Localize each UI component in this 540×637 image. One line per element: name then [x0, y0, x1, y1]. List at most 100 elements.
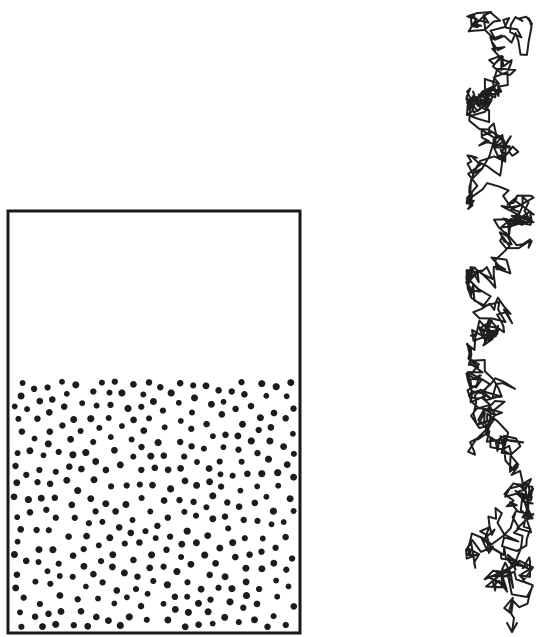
particle — [37, 601, 43, 607]
particle — [17, 609, 23, 615]
particle — [271, 613, 277, 619]
particle — [256, 586, 262, 592]
particle — [173, 568, 180, 575]
particle — [184, 594, 190, 600]
particle — [151, 464, 158, 471]
particle — [155, 439, 162, 446]
particle — [126, 613, 133, 620]
particle — [181, 454, 187, 460]
particle — [150, 578, 156, 584]
particle — [13, 479, 20, 486]
particle — [168, 389, 175, 396]
particle — [286, 584, 292, 590]
particle — [218, 411, 225, 418]
particle — [177, 465, 184, 472]
particle — [254, 483, 260, 489]
particle — [206, 465, 213, 472]
particle — [263, 494, 269, 500]
particle — [210, 433, 216, 439]
particle — [203, 421, 210, 428]
particle — [215, 387, 222, 394]
particle — [248, 403, 254, 409]
particle — [164, 581, 171, 588]
particle — [15, 416, 21, 422]
particle — [116, 524, 123, 531]
particle — [11, 493, 18, 500]
particle — [63, 477, 70, 484]
particle — [142, 528, 148, 534]
particle — [56, 449, 62, 455]
particle — [130, 517, 136, 523]
particle — [188, 426, 194, 432]
particle — [273, 383, 280, 390]
particle — [232, 406, 239, 413]
particle — [190, 499, 196, 505]
particle — [161, 452, 168, 459]
particle — [70, 574, 76, 580]
particle — [130, 454, 136, 460]
particle — [117, 622, 124, 629]
particle — [287, 495, 294, 502]
particle — [90, 476, 97, 483]
particle — [205, 608, 212, 615]
particle — [273, 578, 279, 584]
particle — [161, 601, 167, 607]
particle — [222, 513, 228, 519]
particle — [19, 428, 25, 434]
particle — [138, 404, 144, 410]
particle — [264, 624, 271, 631]
particle — [38, 495, 45, 502]
particle — [221, 614, 228, 621]
particle — [130, 417, 137, 424]
particle — [274, 469, 281, 476]
particle — [109, 551, 116, 558]
particle — [218, 483, 224, 489]
particle — [251, 500, 258, 507]
particle — [138, 444, 144, 450]
particle — [81, 546, 87, 552]
particle — [49, 396, 56, 403]
particle — [193, 513, 199, 519]
particle — [236, 503, 243, 510]
particle — [107, 390, 113, 396]
particle — [12, 403, 18, 409]
particle — [147, 453, 154, 460]
particle — [70, 416, 77, 423]
particle — [190, 382, 196, 388]
particle — [189, 409, 195, 415]
particle — [15, 539, 21, 545]
particle — [24, 406, 30, 412]
particle — [270, 560, 277, 567]
particle — [248, 437, 255, 444]
particle — [157, 384, 163, 390]
particle — [39, 623, 46, 630]
particle — [25, 496, 32, 503]
particle — [254, 518, 260, 524]
particle — [98, 558, 104, 564]
particle — [68, 502, 75, 509]
particle — [106, 415, 112, 421]
particle — [45, 384, 51, 390]
particle — [90, 439, 96, 445]
particle — [208, 401, 215, 408]
particle — [164, 617, 171, 624]
particle — [26, 447, 33, 454]
particle — [270, 508, 277, 515]
particle — [204, 532, 211, 539]
particle — [148, 551, 155, 558]
particle — [203, 504, 209, 510]
container-panel — [8, 211, 300, 633]
particle — [41, 452, 47, 458]
particle — [66, 463, 73, 470]
particle — [172, 594, 179, 601]
particle — [258, 380, 265, 387]
particle — [160, 564, 166, 570]
particle — [229, 539, 236, 546]
particle — [150, 398, 157, 405]
particle — [130, 381, 137, 388]
particle — [111, 447, 118, 454]
particle — [138, 603, 144, 609]
particle — [266, 437, 273, 444]
particle — [284, 393, 290, 399]
particle — [87, 495, 94, 502]
